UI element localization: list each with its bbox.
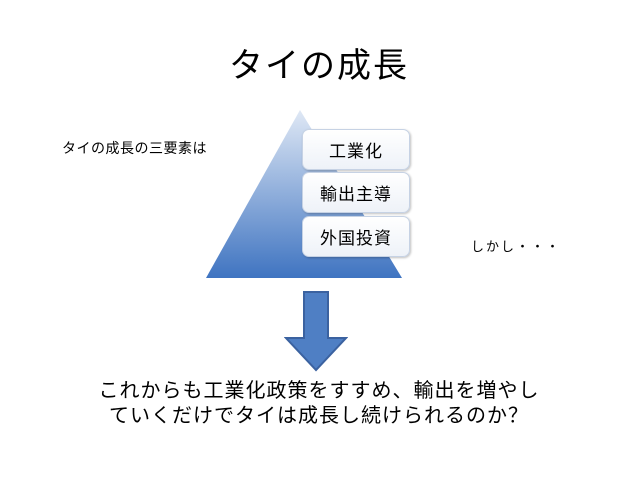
aside-text: しかし・・・ [471,240,562,255]
side-label: タイの成長の三要素は [62,141,207,157]
question-text: これからも工業化政策をすすめ、輸出を増やし ていくだけでタイは成長し続けられるの… [0,378,638,428]
question-line-1: これからも工業化政策をすすめ、輸出を増やし [98,378,540,402]
slide-title: タイの成長 [229,46,409,86]
pyramid-level-export-led: 輸出主導 [302,172,410,213]
question-line-2: ていくだけでタイは成長し続けられるのか？ [109,403,529,427]
pyramid-level-foreign-investment: 外国投資 [302,216,410,257]
down-arrow-icon [284,291,348,372]
pyramid-level-industrialization: 工業化 [302,129,410,170]
